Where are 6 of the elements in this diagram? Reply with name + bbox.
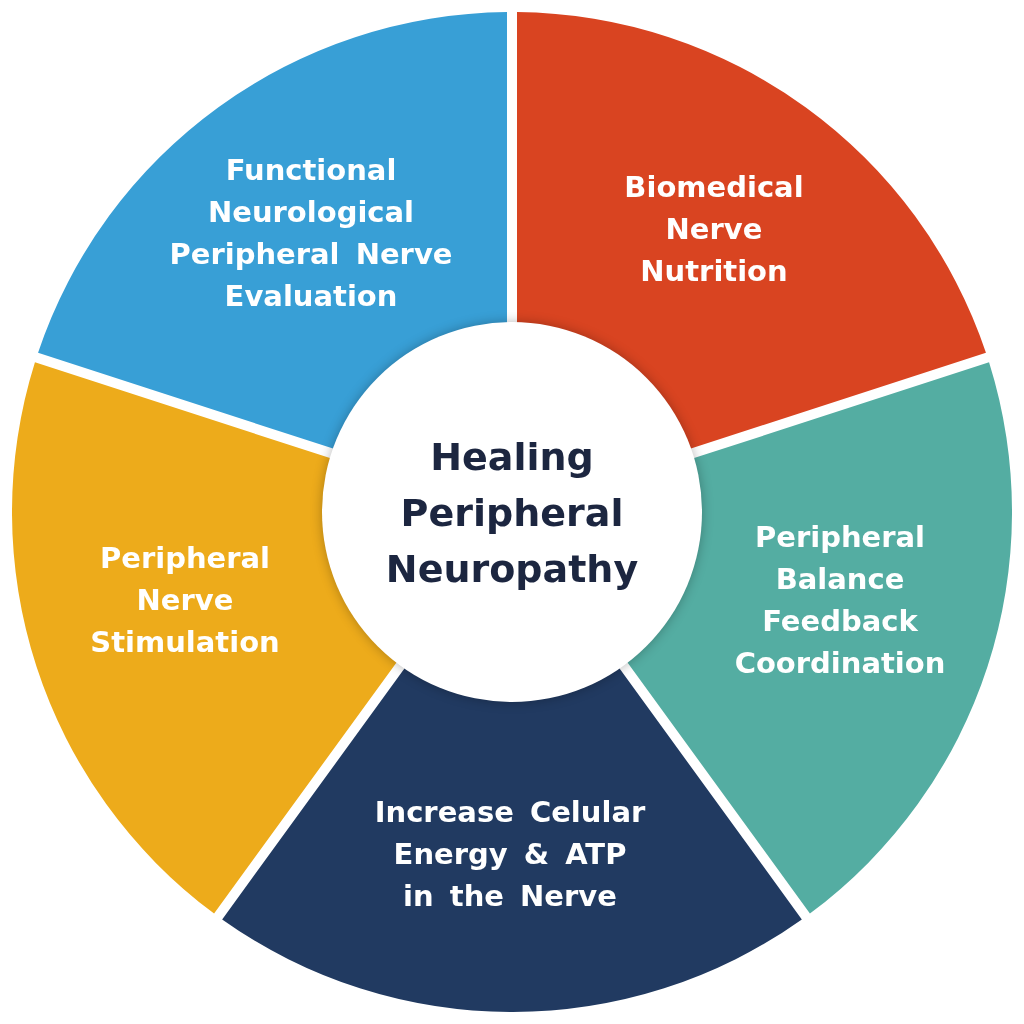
topic-label: Peripheral Nerve Stimulation: [89, 540, 281, 661]
topic-label: Peripheral Balance Feedback Coordination: [733, 519, 947, 682]
hub-title: Healing Peripheral Neuropathy: [384, 434, 640, 593]
topic-label: Increase Celular Energy & ATP in the Nerve: [373, 794, 647, 915]
topic-label: Functional Neurological Peripheral Nerve Evaluation: [168, 152, 454, 315]
topic-label: Biomedical Nerve Nutrition: [623, 169, 805, 290]
